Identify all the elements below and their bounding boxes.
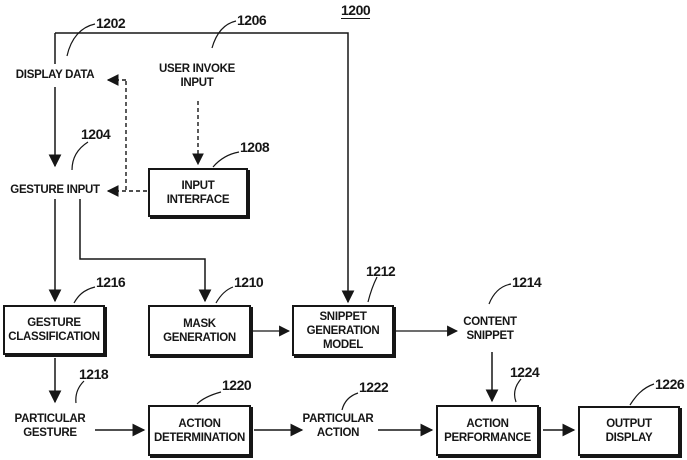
label-content-snippet-line1: CONTENT: [463, 316, 517, 328]
ref-1220: 1220: [222, 377, 252, 393]
ref-1204: 1204: [81, 126, 111, 142]
ref-1216: 1216: [96, 274, 126, 290]
box-action-determination-line2: DETERMINATION: [153, 431, 246, 444]
box-action-determination: ACTION DETERMINATION: [148, 405, 251, 456]
label-user-invoke-input: USER INVOKE INPUT: [147, 62, 247, 90]
box-snippet-generation-model-line2: GENERATION: [306, 324, 380, 337]
box-snippet-generation-model-line1: SNIPPET: [319, 310, 367, 323]
label-particular-action-line2: ACTION: [316, 427, 360, 439]
label-gesture-input-line1: GESTURE INPUT: [10, 184, 100, 196]
label-particular-gesture: PARTICULAR GESTURE: [0, 412, 100, 440]
box-gesture-classification-line1: GESTURE: [27, 317, 81, 329]
box-output-display-line1: OUTPUT: [606, 418, 652, 430]
leader-1204: [71, 141, 89, 171]
ref-1222: 1222: [359, 379, 389, 395]
leader-1226: [629, 383, 655, 406]
label-gesture-input: GESTURE INPUT: [0, 183, 110, 197]
arrow-gesture-input-to-mask-generation: [79, 199, 212, 303]
box-output-display: OUTPUT DISPLAY: [578, 406, 680, 456]
box-snippet-generation-model-line3: MODEL: [322, 338, 364, 351]
leader-1210: [215, 286, 234, 304]
leader-1208: [212, 151, 240, 168]
label-particular-action: PARTICULAR ACTION: [288, 412, 388, 440]
label-display-data-line1: DISPLAY DATA: [15, 69, 95, 81]
leader-1206: [211, 20, 237, 49]
ref-1208: 1208: [240, 139, 270, 155]
label-particular-action-line1: PARTICULAR: [302, 413, 374, 425]
label-particular-gesture-line1: PARTICULAR: [14, 413, 86, 425]
box-mask-generation: MASK GENERATION: [148, 305, 251, 356]
ref-1210: 1210: [234, 274, 264, 290]
ref-1202: 1202: [96, 15, 126, 31]
label-content-snippet-line2: SNIPPET: [466, 330, 514, 342]
leader-1202: [66, 23, 96, 57]
box-snippet-generation-model: SNIPPET GENERATION MODEL: [292, 305, 394, 356]
leader-1214: [488, 283, 512, 305]
leader-1220: [196, 391, 222, 405]
label-particular-gesture-line2: GESTURE: [23, 427, 77, 439]
ref-1218: 1218: [79, 366, 109, 382]
box-action-determination-line1: ACTION: [178, 417, 221, 430]
label-user-invoke-input-line2: INPUT: [180, 77, 214, 89]
leader-1212: [367, 276, 378, 303]
ref-1212: 1212: [366, 263, 396, 279]
box-input-interface-line1: INPUT: [181, 179, 215, 192]
box-action-performance: ACTION PERFORMANCE: [436, 405, 539, 456]
box-action-performance-line2: PERFORMANCE: [444, 431, 531, 444]
line-top-to-snippet-model: [55, 32, 355, 304]
box-input-interface: INPUT INTERFACE: [148, 168, 248, 217]
ref-1224: 1224: [510, 364, 540, 380]
figure-number: 1200: [341, 2, 371, 19]
leader-1224: [514, 378, 522, 403]
ref-1214: 1214: [512, 274, 542, 290]
box-mask-generation-line1: MASK: [183, 317, 216, 330]
box-mask-generation-line2: GENERATION: [163, 331, 236, 344]
box-input-interface-line2: INTERFACE: [166, 193, 230, 206]
ref-1226: 1226: [655, 376, 685, 392]
leader-1218: [75, 380, 85, 404]
label-user-invoke-input-line1: USER INVOKE: [159, 63, 235, 75]
box-action-performance-line1: ACTION: [466, 417, 509, 430]
leader-1222: [341, 392, 359, 411]
leader-1216: [73, 286, 96, 304]
label-display-data: DISPLAY DATA: [5, 68, 105, 82]
ref-1206: 1206: [237, 12, 267, 28]
box-output-display-line2: DISPLAY: [605, 432, 653, 444]
label-content-snippet: CONTENT SNIPPET: [440, 315, 540, 343]
box-gesture-classification: GESTURE CLASSIFICATION: [3, 305, 105, 355]
box-gesture-classification-line2: CLASSIFICATION: [8, 331, 100, 343]
